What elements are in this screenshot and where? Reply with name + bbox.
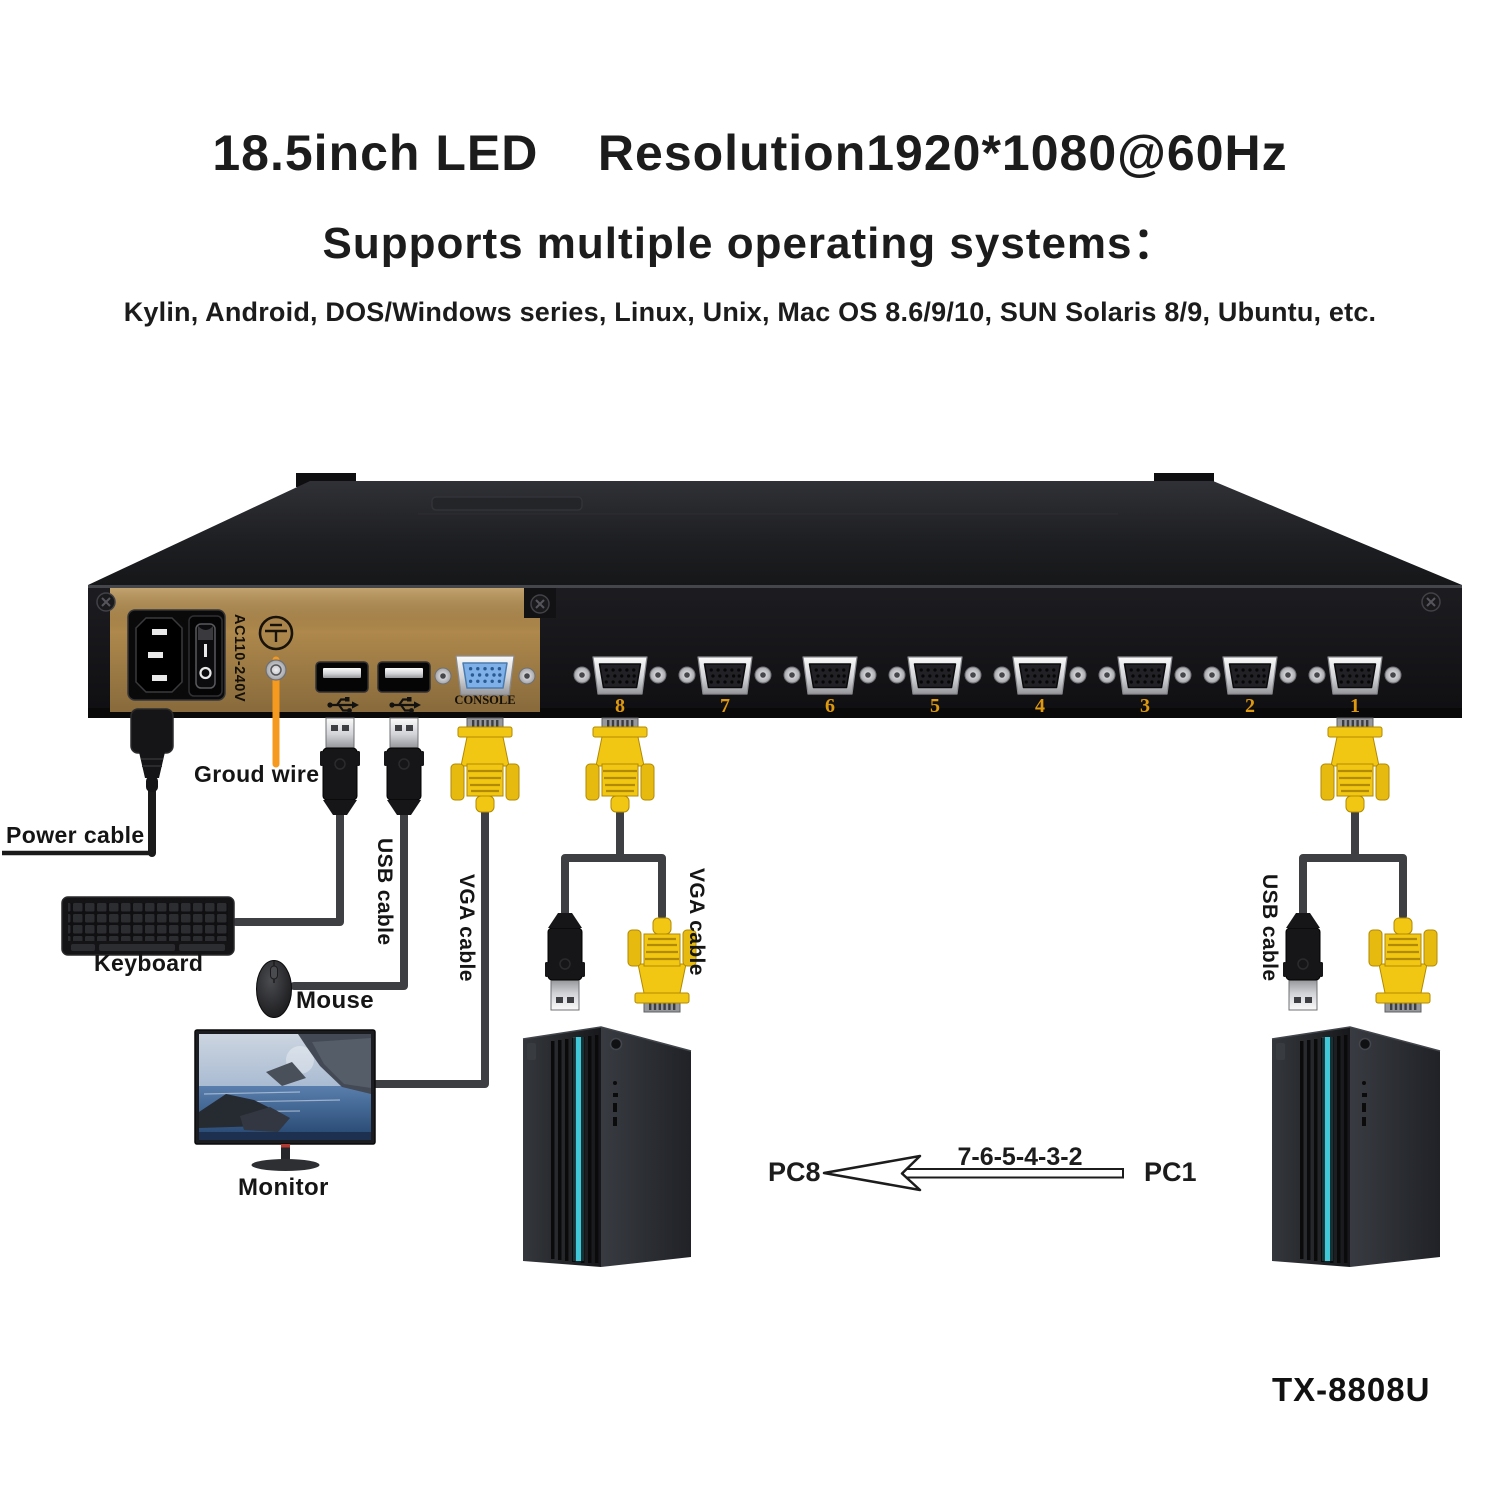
port-number: 1 <box>1350 695 1360 717</box>
usb-plug-pc-left <box>544 912 586 1011</box>
vga-connector-pc-right <box>1367 916 1439 1014</box>
model-number: TX-8808U <box>1272 1371 1431 1408</box>
label-usb-cable-pc1: USB cable <box>1258 874 1281 982</box>
label-monitor: Monitor <box>238 1174 329 1201</box>
label-vga-cable-console: VGA cable <box>455 874 478 982</box>
vga-port-7[interactable]: 7 <box>679 657 771 717</box>
ground-screw <box>265 659 287 681</box>
monitor-base <box>251 1159 320 1171</box>
port-number: 4 <box>1035 695 1045 717</box>
arrowhead-left-icon <box>822 1154 922 1192</box>
console-vga-cable <box>370 804 489 1088</box>
vga-port-4[interactable]: 4 <box>994 657 1086 717</box>
ground-symbol-icon <box>258 615 294 651</box>
label-keyboard: Keyboard <box>94 950 204 976</box>
power-cable <box>2 784 156 857</box>
mouse <box>256 960 292 1018</box>
panel-screw <box>96 592 116 612</box>
flow-pc1-label: PC1 <box>1144 1157 1197 1187</box>
power-rating-label: AC110-240V <box>231 613 247 703</box>
panel-screw <box>530 594 550 614</box>
usb-plug-keyboard <box>319 717 361 816</box>
console-port-label: CONSOLE <box>454 693 516 707</box>
panel-screw <box>1421 592 1441 612</box>
monitor <box>194 1029 376 1171</box>
label-usb-cable-console: USB cable <box>373 838 396 946</box>
switch-order-arrow <box>822 1154 1124 1192</box>
monitor-stand <box>281 1144 290 1162</box>
label-power-cable: Power cable <box>6 822 145 848</box>
vga-port-6[interactable]: 6 <box>784 657 876 717</box>
port-number: 8 <box>615 695 625 717</box>
top-handle-recess <box>431 496 583 511</box>
monitor-screen <box>199 1034 371 1140</box>
vga-port-3[interactable]: 3 <box>1099 657 1191 717</box>
keyboard <box>61 896 235 956</box>
usb-plug-pc-right <box>1282 912 1324 1011</box>
flow-pc8-label: PC8 <box>768 1157 821 1187</box>
vga-port-1[interactable]: 1 <box>1309 657 1401 717</box>
usb-port-1[interactable] <box>315 661 369 715</box>
keyboard-usb-cable <box>232 804 344 926</box>
kvm-switch-body: 8 7 6 5 4 3 2 1 <box>88 473 1462 768</box>
label-mouse: Mouse <box>296 987 375 1014</box>
power-plug <box>130 708 174 792</box>
os-support-list: Kylin, Android, DOS/Windows series, Linu… <box>123 297 1377 327</box>
console-vga-port[interactable] <box>434 655 536 696</box>
usb-plug-mouse <box>383 717 425 816</box>
pc8-kvm-cable <box>561 804 666 920</box>
mouse-usb-cable <box>290 804 408 990</box>
ground-terminal <box>258 615 294 768</box>
label-ground-wire: Groud wire <box>194 761 320 787</box>
vga-connector-port1 <box>1319 716 1391 814</box>
flow-sequence-label: 7-6-5-4-3-2 <box>957 1143 1083 1171</box>
label-vga-cable-pc8: VGA cable <box>685 868 708 976</box>
vga-port-5[interactable]: 5 <box>889 657 981 717</box>
pc-tower-right <box>1271 1026 1441 1268</box>
vga-port-8[interactable]: 8 <box>574 657 666 717</box>
vga-connector-port8 <box>584 716 656 814</box>
port-number: 2 <box>1245 695 1255 717</box>
page-subtitle: Supports multiple operating systems： <box>322 219 1178 268</box>
pc-tower-left <box>522 1026 692 1268</box>
port-number: 5 <box>930 695 940 717</box>
top-surface <box>88 481 1462 585</box>
port-number: 6 <box>825 695 835 717</box>
pc1-kvm-cable <box>1299 804 1407 920</box>
vga-connector-console <box>449 716 521 814</box>
port-number: 3 <box>1140 695 1150 717</box>
vga-port-2[interactable]: 2 <box>1204 657 1296 717</box>
usb-port-2[interactable] <box>377 661 431 715</box>
page-title: 18.5inch LED Resolution1920*1080@60Hz <box>212 125 1288 181</box>
power-switch[interactable] <box>188 615 223 697</box>
port-number: 7 <box>720 695 730 717</box>
power-inlet-module <box>127 609 226 701</box>
